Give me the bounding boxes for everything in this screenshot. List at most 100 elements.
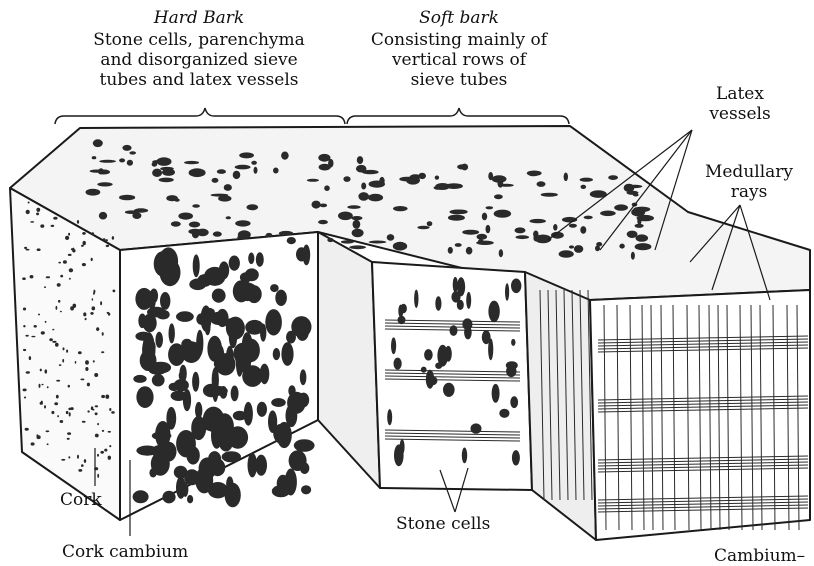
surface-cell [356,165,367,173]
latex-vessels-label-1: Latex [700,84,780,104]
cork-cell [34,325,37,328]
surface-cell [492,175,507,183]
cork-cell [69,278,71,280]
cork-cell [101,395,105,398]
cork-cell [36,208,40,212]
cork-cell [95,405,98,407]
stone-cell [466,292,471,309]
stone-cell [210,312,229,325]
surface-cell [369,241,387,244]
cork-cell [102,332,104,336]
cork-cell [92,298,94,300]
cork-cell [37,248,41,251]
surface-cell [358,192,369,201]
surface-cell [192,204,200,208]
stone-cell [294,439,315,452]
cork-cell [68,385,70,388]
cork-cell [68,233,70,236]
stone-cell [187,495,193,503]
cork-cell [91,258,93,261]
cork-cell [54,402,58,405]
stone-cell [257,402,267,417]
surface-cell [279,231,293,236]
cork-cell [85,367,88,371]
cork-cell [106,245,109,247]
cambium-label: Cambium– [714,546,805,566]
cork-cell [23,349,26,351]
surface-cell [580,178,593,182]
cork-cell [55,343,59,347]
surface-cell [178,213,193,220]
cork-cell [47,386,49,388]
cork-cell [52,341,56,343]
cork-cell [44,405,46,408]
cork-cell [70,407,73,410]
cork-cell [84,459,86,463]
cork-cell [24,247,27,249]
cork-cell [82,263,86,266]
soft-bark-bracket [347,108,569,124]
stone-cell [189,279,206,291]
cork-cell [59,364,62,366]
surface-cell [99,160,116,163]
cork-cell [22,277,26,280]
medullary-rays-label-1: Medullary [694,162,804,182]
cork-cell [29,356,31,360]
stone-cell [277,475,289,493]
surface-cell [119,158,125,162]
cork-cell [83,241,86,245]
cork-cell [63,260,67,264]
stone-cell [237,283,258,302]
surface-cell [174,198,179,201]
stone-cell [186,446,199,464]
cork-cell [100,301,102,305]
stone-cell [238,347,257,357]
stone-cell [424,349,433,360]
surface-cell [530,219,546,223]
surface-cell [533,235,538,242]
cork-cell [65,236,69,240]
cork-cell [23,308,26,311]
stone-cell [231,386,239,402]
surface-cell [97,182,112,186]
stone-cell [244,402,253,426]
stone-cell [300,369,307,385]
hard-bark-line-2: and disorganized sieve [64,50,334,70]
surface-cell [125,210,138,214]
surface-cell [254,167,258,174]
cork-cell [40,224,44,227]
surface-cell [343,176,350,182]
surface-cell [564,173,568,182]
stone-cell [511,339,515,346]
stone-cell [192,372,199,392]
cork-cambium-label: Cork cambium [62,542,188,562]
hard-bark-title: Hard Bark [124,8,274,28]
cork-cell [109,445,111,447]
stone-cell [400,304,407,314]
stone-cell [300,462,310,474]
stone-cell [212,289,226,303]
surface-cell [212,178,219,183]
cork-cell [82,421,86,423]
surface-cell [86,189,101,196]
stone-cell [394,444,404,466]
surface-cell [393,206,408,211]
surface-cell [427,221,433,226]
stone-cell [271,398,286,407]
stone-cell [265,309,282,335]
stone-cell [229,256,240,271]
surface-cell [237,235,247,239]
stone-cell [179,371,186,381]
stone-cell [445,346,452,362]
surface-cell [184,161,199,164]
stone-cell [298,393,309,408]
cork-cell [68,408,70,411]
cork-cell [85,360,89,364]
stone-cell [199,457,217,479]
cork-cell [70,306,74,310]
cork-cell [105,395,109,399]
surface-cell [462,230,479,235]
cork-cell [69,268,73,272]
cork-cell [40,369,42,372]
surface-cell [217,169,226,174]
